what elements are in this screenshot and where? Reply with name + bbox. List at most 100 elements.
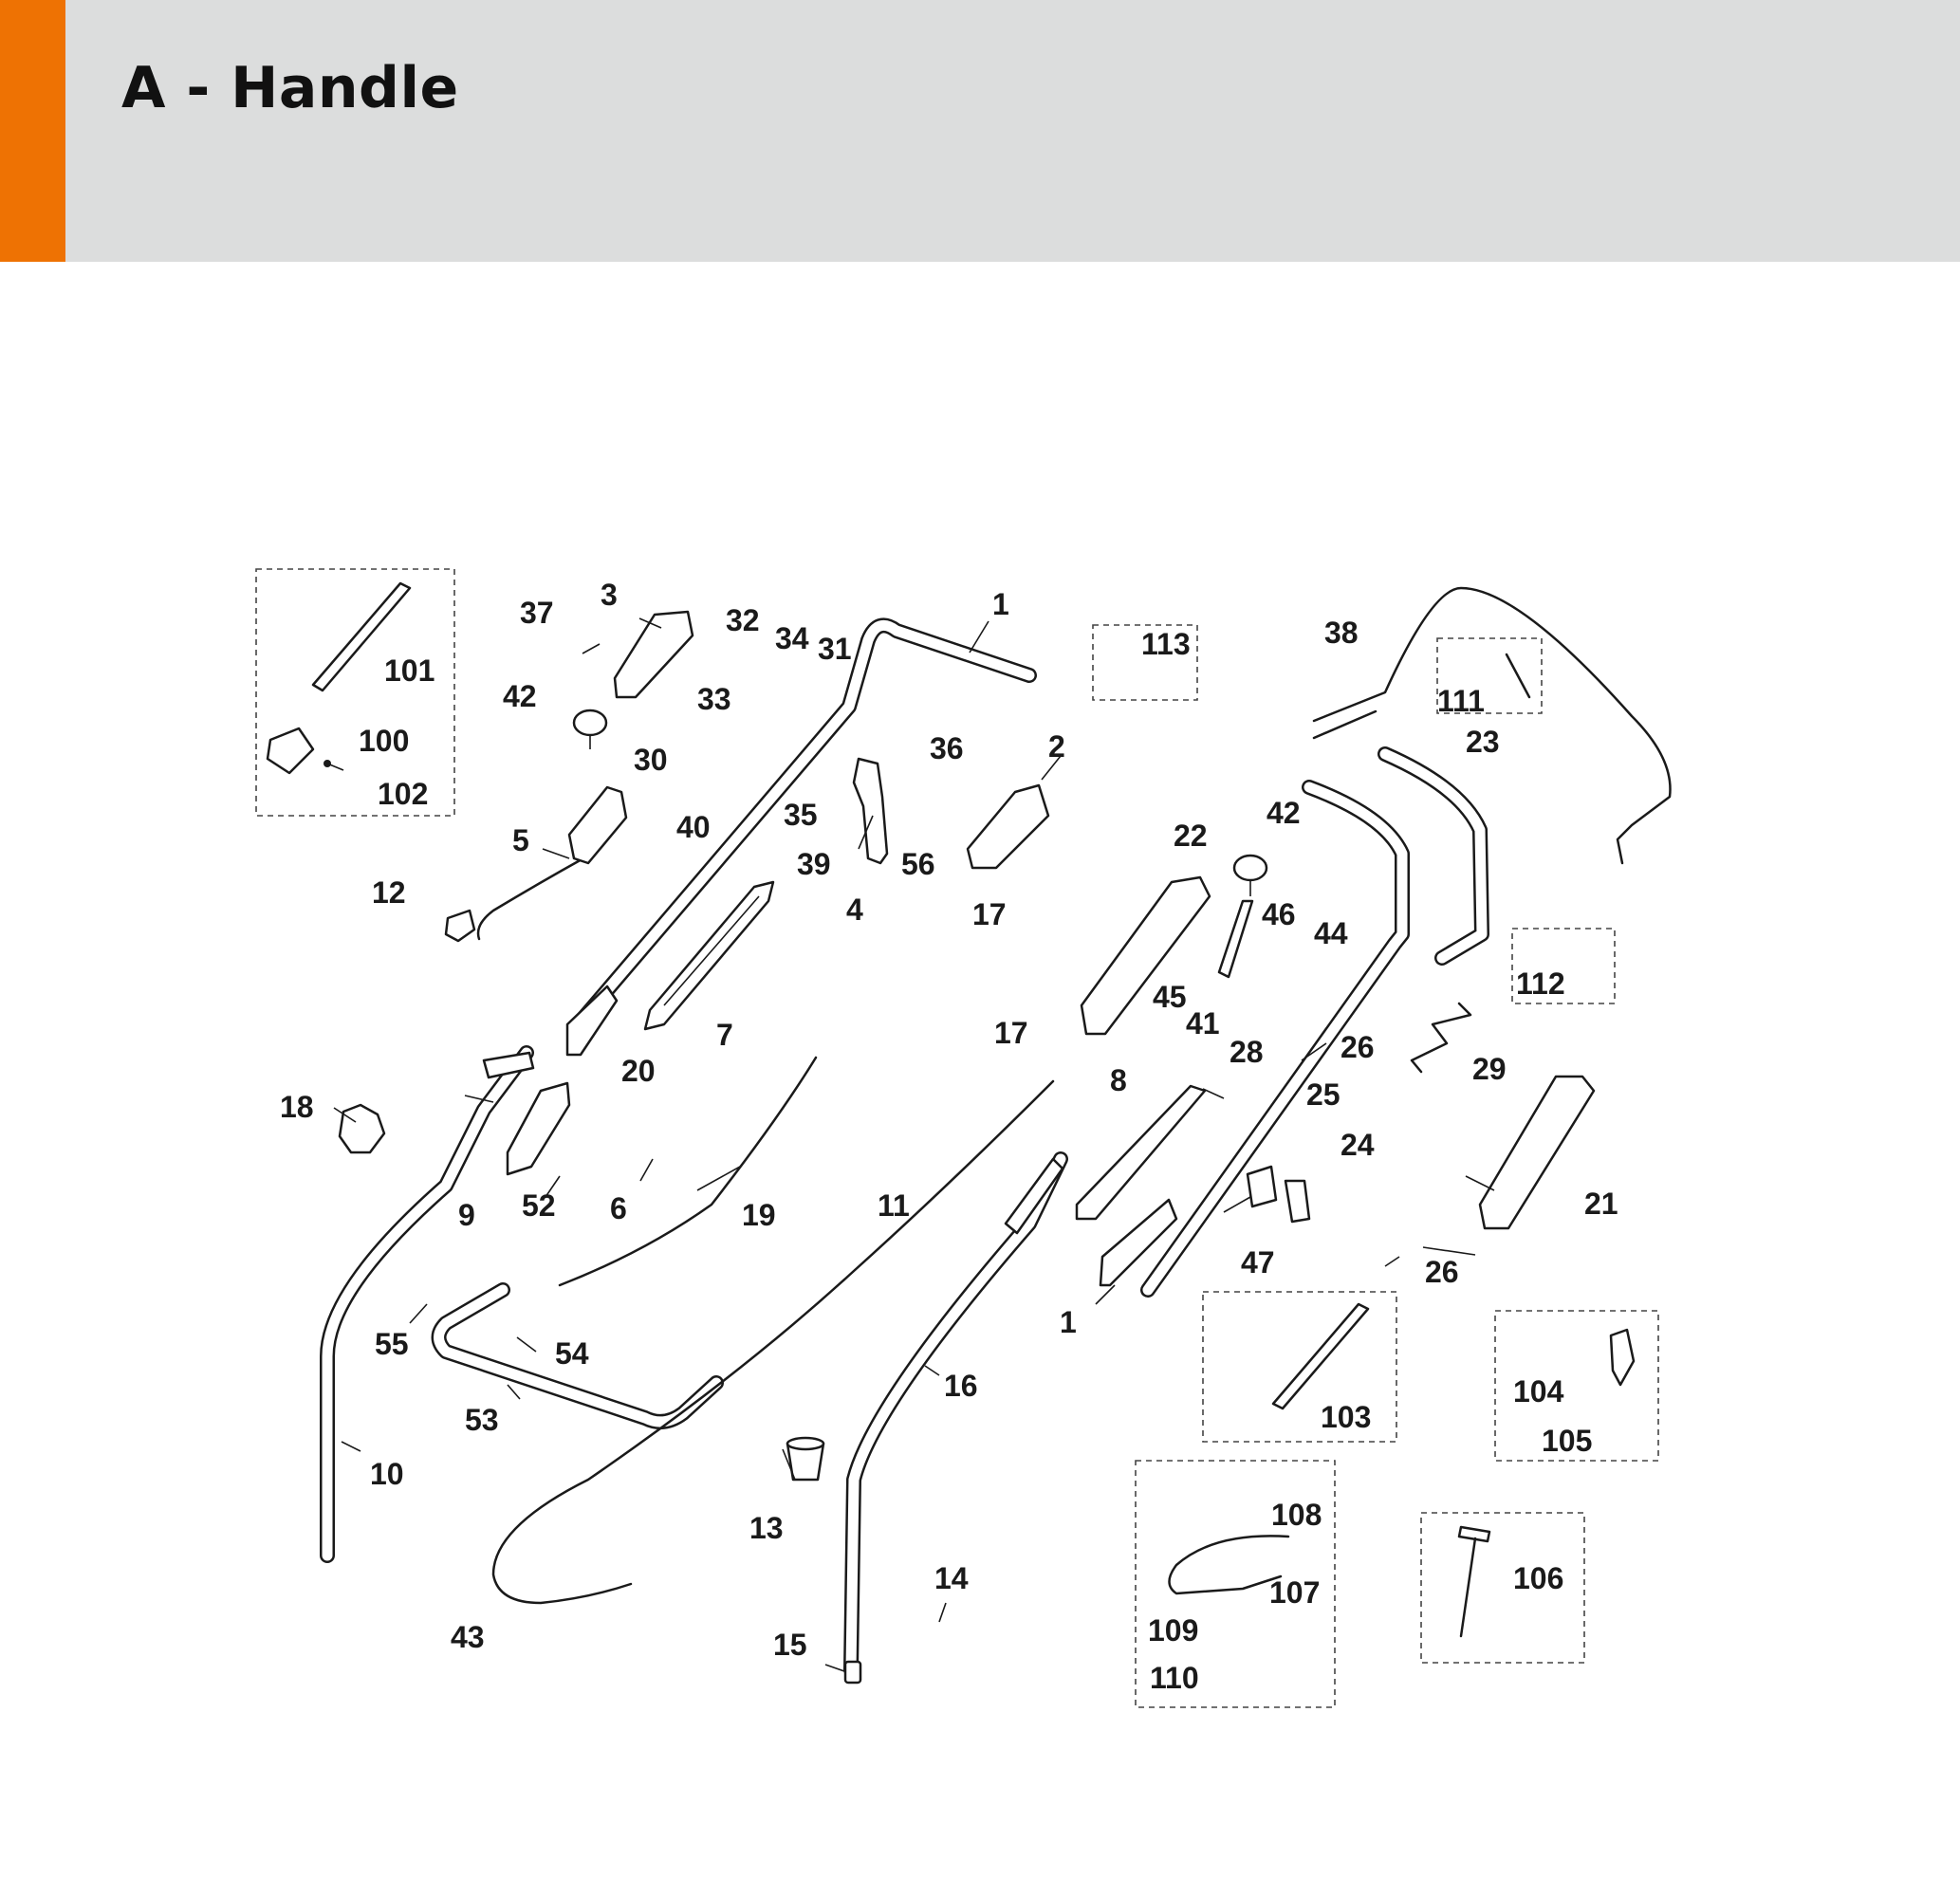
lever-housing-3 [613,610,694,699]
callout-39: 39 [797,847,831,881]
grip-23 [1378,746,1489,966]
callout-55: 55 [375,1327,409,1361]
lever-4 [852,757,889,865]
kit-box-103 [1202,1291,1397,1443]
callout-8: 8 [1110,1063,1127,1097]
handle-clamp-block [643,880,775,1031]
callout-36: 36 [930,731,964,765]
bracket-5 [567,785,628,865]
callout-17: 17 [972,897,1007,931]
switch-box-22 [1080,875,1211,1036]
callout-5: 5 [512,823,529,857]
callout-30: 30 [634,743,668,777]
clip-12 [444,909,476,943]
callout-109: 109 [1148,1613,1198,1648]
callout-25: 25 [1306,1077,1341,1112]
callout-34: 34 [775,621,809,655]
callout-107: 107 [1269,1575,1320,1610]
callout-12: 12 [372,875,406,910]
callout-43: 43 [451,1620,485,1654]
callout-17-right: 17 [994,1016,1028,1050]
callout-40: 40 [676,810,711,844]
callout-26-lower: 26 [1425,1255,1459,1289]
callout-19: 19 [742,1198,776,1232]
callout-3: 3 [601,578,618,612]
callout-1-lower: 1 [1060,1305,1077,1339]
callout-labels: 1 1 2 3 4 5 6 7 8 9 10 11 12 13 14 15 16… [280,578,1618,1695]
clip-29 [1410,1002,1472,1074]
kit-box-113 [1092,624,1198,701]
callout-45: 45 [1153,980,1187,1014]
callout-26: 26 [1341,1030,1375,1064]
callout-103: 103 [1321,1400,1371,1434]
callout-56: 56 [901,847,935,881]
header-band: A - Handle [0,0,1960,262]
cover-2 [966,783,1050,870]
callout-23: 23 [1466,725,1500,759]
leader-lines [333,617,1495,1672]
accent-bar [0,0,65,262]
kit-box-111 [1436,637,1543,714]
callout-24: 24 [1341,1128,1375,1162]
bracket-47 [1246,1165,1311,1224]
bushing-13 [786,1436,825,1482]
callout-102: 102 [378,777,428,811]
clip-105 [1609,1328,1636,1387]
callout-101: 101 [384,654,435,688]
clamp-plate-9 [506,1081,571,1176]
callout-32: 32 [726,603,760,637]
lower-handle-right [843,1151,1068,1677]
bail-wire-38 [1312,586,1672,865]
kit-box-112 [1511,928,1616,1004]
callout-29: 29 [1472,1052,1507,1086]
callout-47: 47 [1241,1245,1275,1280]
callout-9: 9 [458,1198,475,1232]
callout-113: 113 [1141,627,1191,661]
callout-110: 110 [1150,1661,1199,1695]
grip-21 [1478,1075,1596,1230]
callout-46: 46 [1262,897,1296,931]
callout-22: 22 [1174,819,1208,853]
callout-13: 13 [749,1511,784,1545]
callout-38: 38 [1324,616,1359,650]
callout-6: 6 [610,1191,627,1225]
control-cable-5 [476,856,585,941]
callout-111: 111 [1437,684,1485,718]
callout-2: 2 [1048,729,1065,764]
callout-42: 42 [503,679,537,713]
callout-33: 33 [697,682,731,716]
callout-18: 18 [280,1090,314,1124]
upper-handle-tube-left [565,617,1037,1057]
callout-104: 104 [1513,1374,1564,1408]
callout-112: 112 [1516,967,1565,1001]
t-handle-106 [1457,1525,1491,1638]
callout-31: 31 [818,632,852,666]
page-title: A - Handle [121,55,459,121]
callout-11: 11 [878,1188,910,1223]
cap-15 [843,1660,862,1685]
callout-105: 105 [1542,1424,1592,1458]
callout-108: 108 [1271,1498,1322,1532]
upper-handle-tube-right [1099,780,1410,1298]
lever-41 [1217,899,1254,979]
callout-52: 52 [522,1188,556,1223]
callout-4: 4 [846,893,863,927]
callout-37: 37 [520,596,554,630]
knob-42-left [572,709,608,749]
callout-53: 53 [465,1403,499,1437]
callout-42-right: 42 [1267,796,1301,830]
screw-102 [324,760,344,771]
callout-28: 28 [1230,1035,1264,1069]
knob-42-right [1232,854,1268,896]
kit-box-100-102 [255,568,455,817]
star-knob-18 [338,1103,386,1154]
callout-35: 35 [784,798,818,832]
lower-handle-left [320,1045,535,1563]
control-cable-19 [558,1056,818,1287]
callout-100: 100 [359,724,409,758]
hand-grip-101 [311,581,412,692]
cap-100 [266,727,315,775]
spring-111 [1505,653,1531,699]
callout-15: 15 [773,1628,807,1662]
callout-44: 44 [1314,916,1348,950]
